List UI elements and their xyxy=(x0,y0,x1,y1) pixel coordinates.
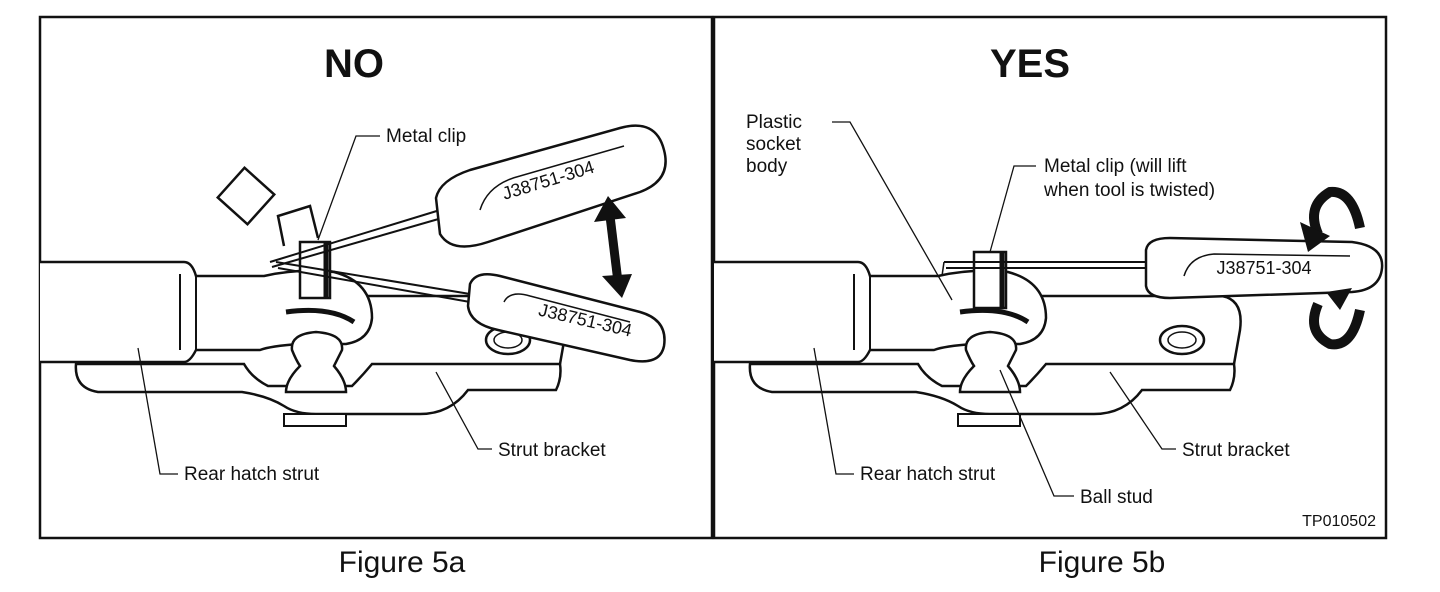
leader-metal-clip-b xyxy=(989,165,1036,253)
rear-hatch-strut-body-b xyxy=(714,260,1048,364)
panel-a: NO J38751-304 xyxy=(38,15,714,540)
flying-clip-piece-2 xyxy=(276,204,320,247)
label-metal-clip-a: Metal clip xyxy=(386,126,466,147)
panel-b: YES J38751-304 xyxy=(712,15,1388,540)
bracket-top-b xyxy=(1030,294,1242,365)
bracket-hole-inner-b xyxy=(1167,331,1197,349)
label-rear-hatch-strut-b: Rear hatch strut xyxy=(860,464,996,485)
label-plastic-socket-line3: body xyxy=(746,156,788,177)
screwdriver-upper-a: J38751-304 xyxy=(269,124,667,268)
label-metal-clip-b-line2: when tool is twisted) xyxy=(1043,180,1215,201)
leader-strut-bracket-a xyxy=(435,371,492,450)
stud-nut-a xyxy=(283,413,347,427)
ball-stud-a xyxy=(284,330,348,394)
ball-stud-b xyxy=(958,330,1022,394)
leader-rear-hatch-strut-b xyxy=(813,347,854,475)
leader-strut-bracket-b xyxy=(1109,371,1176,450)
panel-b-heading: YES xyxy=(990,42,1070,86)
twist-arrow-icon xyxy=(1300,186,1365,350)
socket-edge-a xyxy=(285,307,356,325)
panel-a-heading: NO xyxy=(324,42,384,86)
rear-hatch-strut-body-a xyxy=(40,260,374,364)
socket-edge-b xyxy=(959,307,1030,325)
clip-tip-b xyxy=(941,261,945,277)
stud-nut-b xyxy=(957,413,1021,427)
label-metal-clip-b-line1: Metal clip (will lift xyxy=(1044,156,1187,177)
caption-figure-5b: Figure 5b xyxy=(1039,546,1166,579)
tool-label-b: J38751-304 xyxy=(1216,258,1311,278)
leader-plastic-socket-b xyxy=(832,121,953,301)
label-strut-bracket-b: Strut bracket xyxy=(1182,440,1290,461)
label-plastic-socket-line1: Plastic xyxy=(746,112,802,133)
screwdriver-lower-a: J38751-304 xyxy=(275,261,666,363)
label-ball-stud-b: Ball stud xyxy=(1080,487,1153,508)
caption-figure-5a: Figure 5a xyxy=(339,546,466,579)
label-plastic-socket-line2: socket xyxy=(746,134,802,155)
double-arrow-icon xyxy=(594,196,632,298)
screwdriver-b: J38751-304 xyxy=(944,236,1384,300)
flying-clip-piece-1 xyxy=(215,165,277,227)
figure-code: TP010502 xyxy=(1302,513,1376,530)
leader-ball-stud-b xyxy=(999,369,1074,497)
leader-rear-hatch-strut-a xyxy=(137,347,178,475)
label-rear-hatch-strut-a: Rear hatch strut xyxy=(184,464,320,485)
bracket-hole-b xyxy=(1158,324,1206,356)
leader-metal-clip-a xyxy=(317,135,380,241)
label-strut-bracket-a: Strut bracket xyxy=(498,440,606,461)
